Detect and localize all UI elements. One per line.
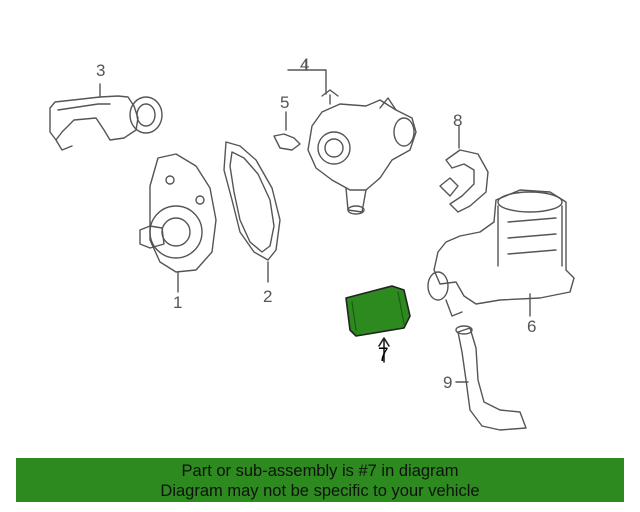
callout-7: 7 xyxy=(378,345,389,366)
part-8-hose xyxy=(439,125,489,213)
callout-1: 1 xyxy=(173,293,183,312)
banner-line-1: Part or sub-assembly is #7 in diagram xyxy=(181,462,459,480)
part-9-pipe xyxy=(455,325,527,431)
info-banner: Part or sub-assembly is #7 in diagram Di… xyxy=(16,458,624,502)
callout-6: 6 xyxy=(527,317,537,336)
callout-4: 4 xyxy=(300,55,310,74)
callout-9: 9 xyxy=(443,373,453,392)
part-3-inlet-pipe xyxy=(49,83,163,151)
part-1-water-pump xyxy=(139,153,217,293)
banner-line-2: Diagram may not be specific to your vehi… xyxy=(160,482,480,500)
part-5-temperature-sensor xyxy=(273,111,301,151)
part-4-thermostat-housing xyxy=(287,59,417,215)
part-2-gasket xyxy=(223,141,281,283)
callout-2: 2 xyxy=(263,287,273,306)
callout-8: 8 xyxy=(453,111,463,130)
callout-3: 3 xyxy=(96,61,106,80)
callout-5: 5 xyxy=(280,93,290,112)
part-6-coolant-housing xyxy=(427,189,575,317)
part-7-highlighted-hose xyxy=(345,285,411,363)
